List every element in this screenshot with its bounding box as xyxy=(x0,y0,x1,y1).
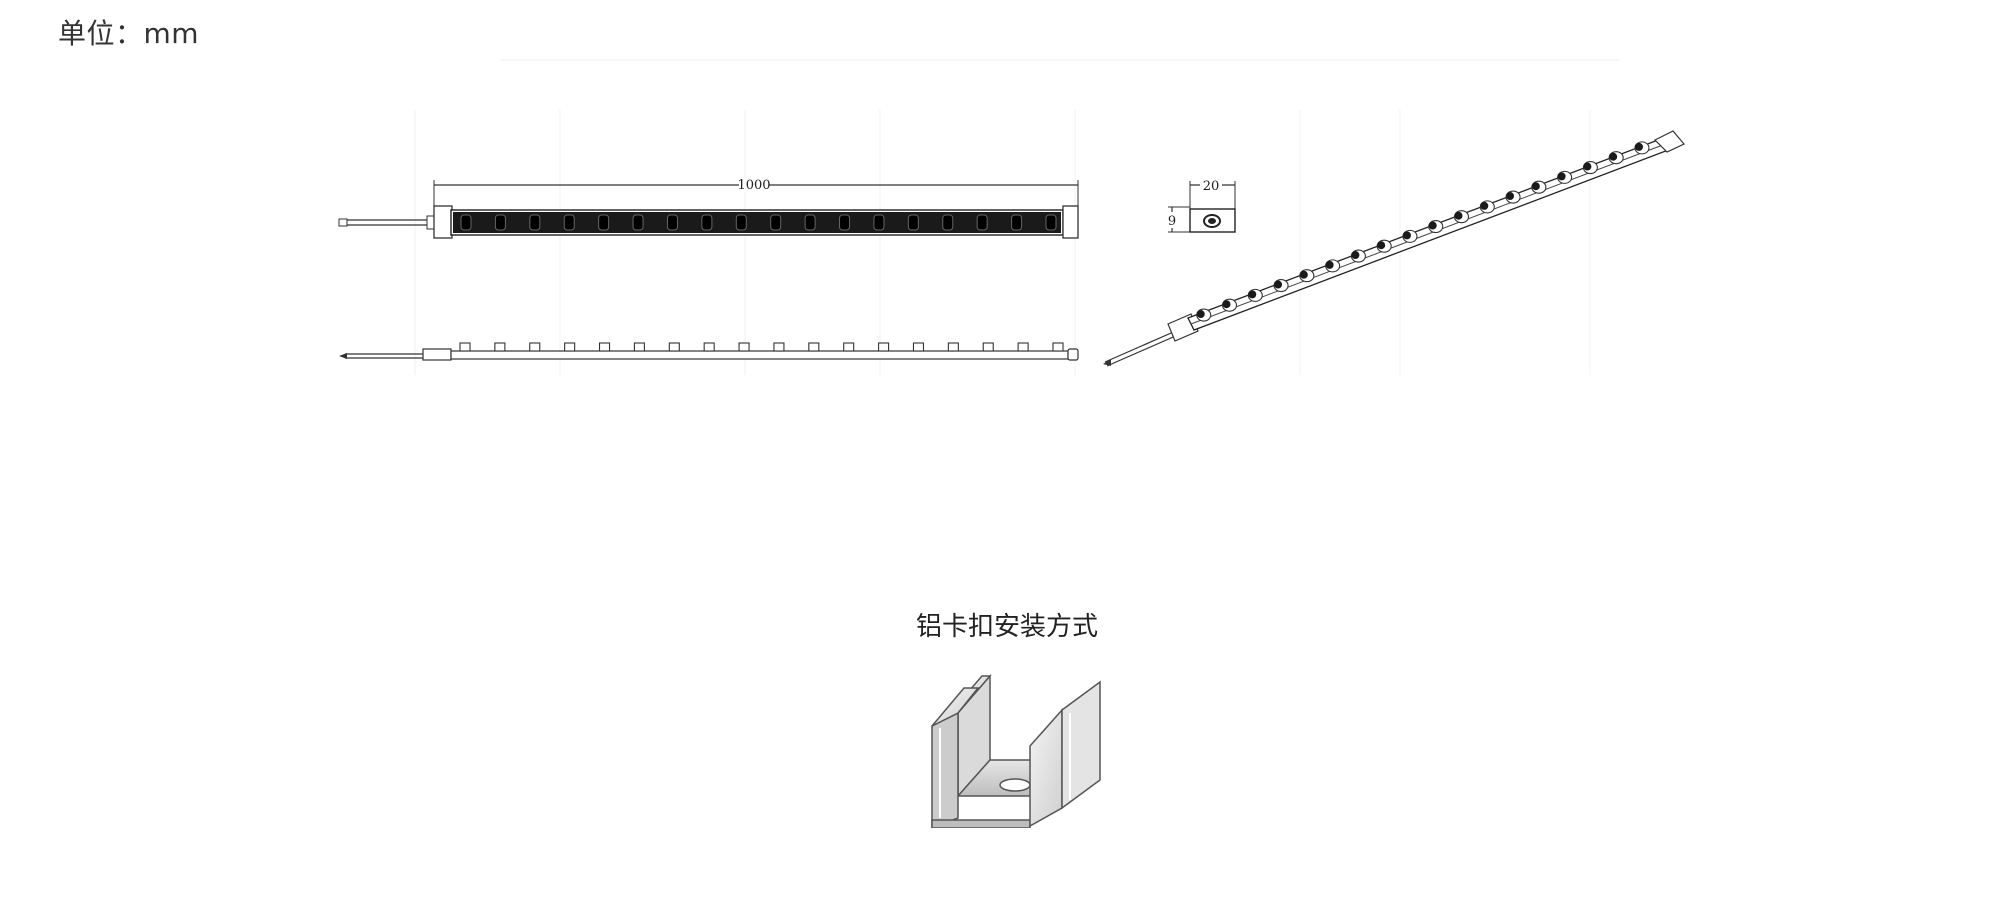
isometric-led xyxy=(1402,229,1418,243)
front-led xyxy=(735,214,747,231)
isometric-led xyxy=(1531,180,1547,194)
front-led xyxy=(873,214,885,231)
side-led-nub xyxy=(598,342,611,352)
isometric-led xyxy=(1557,170,1573,184)
technical-drawing: 1000 20 9 xyxy=(338,59,1685,375)
front-led xyxy=(839,214,851,231)
front-led xyxy=(460,214,472,231)
isometric-led xyxy=(1350,249,1366,263)
front-led xyxy=(529,214,541,231)
side-led-nubs xyxy=(459,342,1064,352)
side-led-nub xyxy=(808,342,820,352)
isometric-led xyxy=(1325,259,1341,273)
isometric-led xyxy=(1376,239,1392,253)
isometric-led xyxy=(1221,298,1238,312)
isometric-led xyxy=(1247,288,1263,302)
clip-drawing xyxy=(931,673,1101,830)
front-led xyxy=(563,214,575,231)
front-led xyxy=(701,214,713,231)
front-led-row xyxy=(460,214,1057,231)
side-led-nub xyxy=(1052,342,1064,352)
front-led xyxy=(976,214,988,231)
side-led-nub xyxy=(843,342,855,352)
isometric-view xyxy=(1103,130,1685,367)
unit-label: 单位：mm xyxy=(58,17,200,50)
front-led xyxy=(666,214,678,231)
side-led-nub xyxy=(668,342,680,352)
side-view xyxy=(339,342,1079,361)
isometric-led-row xyxy=(1196,141,1650,322)
isometric-led xyxy=(1505,190,1521,204)
side-led-nub xyxy=(1017,342,1029,352)
isometric-led xyxy=(1453,210,1470,224)
front-led xyxy=(494,214,506,231)
front-led xyxy=(942,214,954,231)
isometric-led xyxy=(1196,308,1212,322)
length-dimension: 1000 xyxy=(737,178,770,193)
side-led-nub xyxy=(912,342,925,352)
background-guides xyxy=(414,59,1620,375)
side-led-nub xyxy=(633,342,645,352)
front-led xyxy=(804,214,816,231)
side-led-nub xyxy=(773,342,785,352)
side-led-nub xyxy=(564,342,576,352)
isometric-led xyxy=(1273,278,1289,293)
front-led xyxy=(907,214,919,231)
front-led xyxy=(632,214,644,231)
isometric-led xyxy=(1479,200,1495,214)
side-led-nub xyxy=(494,342,506,352)
installation-method-title: 铝卡扣安装方式 xyxy=(915,612,1098,642)
side-led-nub xyxy=(703,342,715,352)
side-led-nub xyxy=(738,342,750,352)
front-led xyxy=(1045,214,1057,231)
side-led-nub xyxy=(529,342,541,352)
isometric-led xyxy=(1634,141,1650,155)
side-led-nub xyxy=(947,342,959,352)
front-led xyxy=(1011,214,1023,231)
aluminum-mounting-clip-icon xyxy=(920,668,1110,830)
isometric-led xyxy=(1299,269,1315,283)
isometric-led xyxy=(1428,220,1444,234)
height-dimension: 9 xyxy=(1168,214,1176,229)
front-view: 1000 xyxy=(338,177,1079,239)
front-led xyxy=(770,214,782,231)
isometric-led xyxy=(1582,161,1598,175)
isometric-led xyxy=(1608,151,1624,165)
front-led xyxy=(598,214,610,231)
side-led-nub xyxy=(878,342,890,352)
side-led-nub xyxy=(459,342,471,352)
side-led-nub xyxy=(982,342,994,352)
width-dimension: 20 xyxy=(1203,179,1220,194)
cross-section-view: 20 9 xyxy=(1166,178,1236,233)
